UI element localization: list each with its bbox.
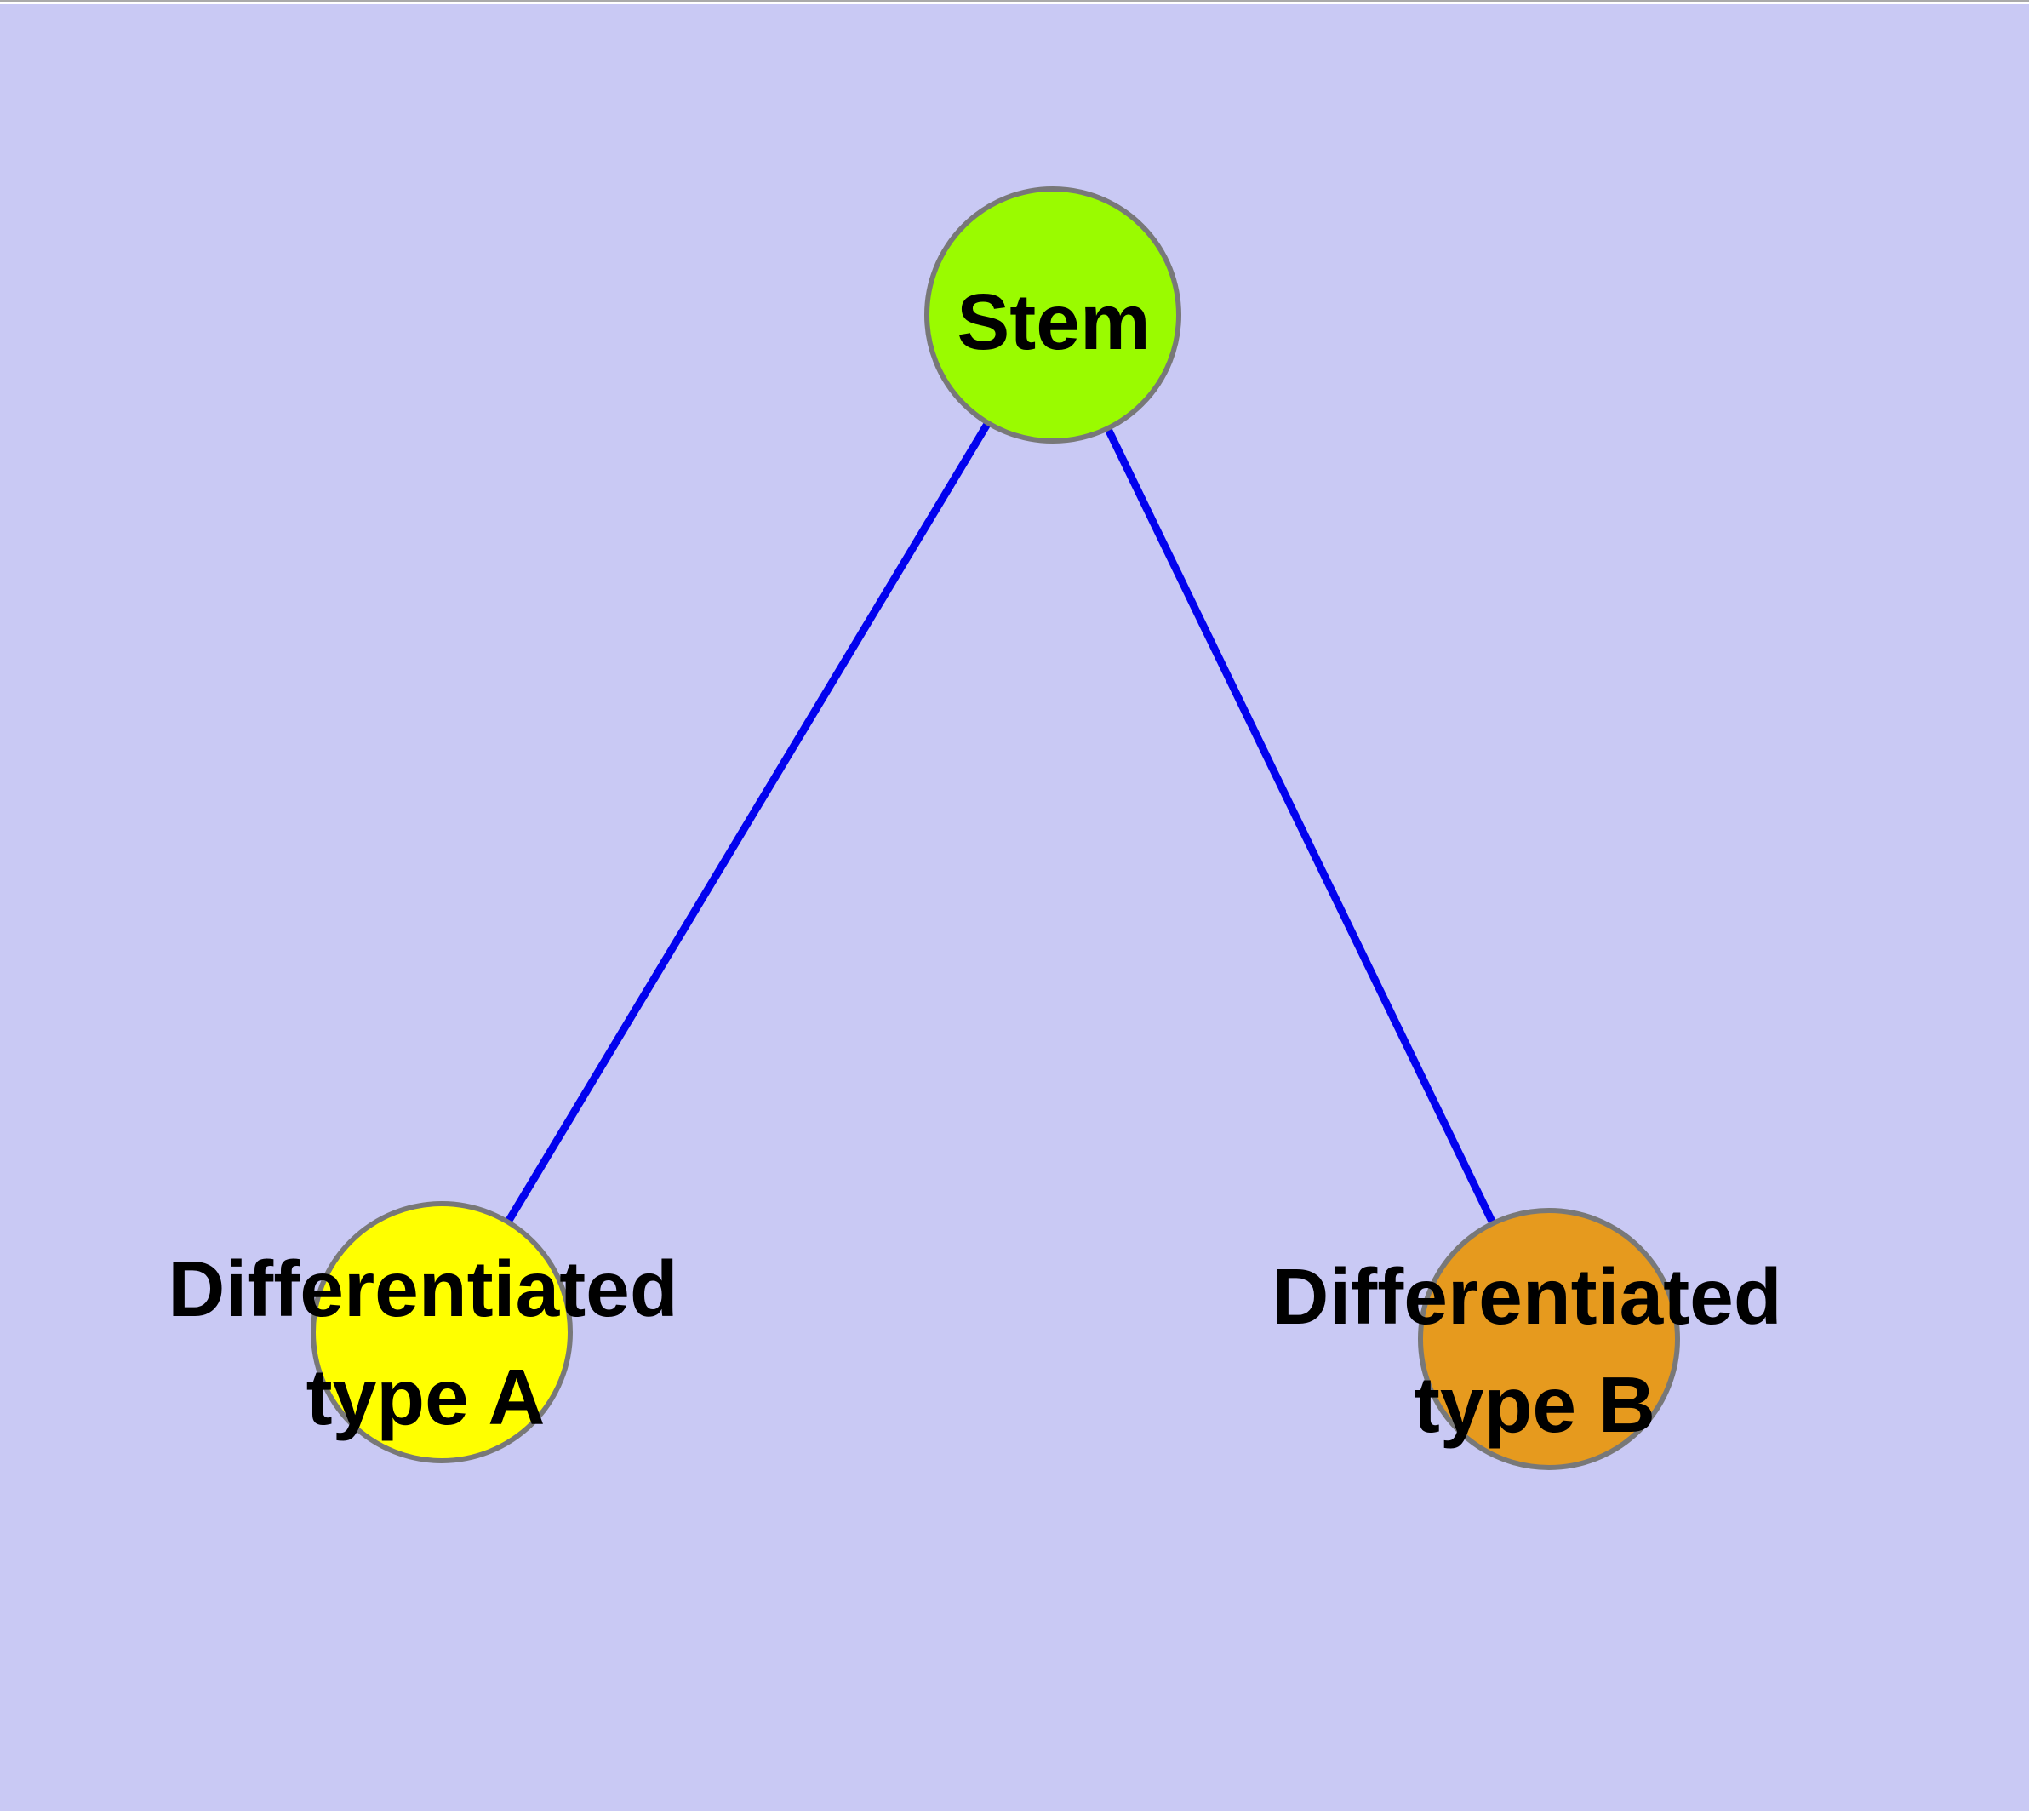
node-type-a-circle — [311, 1201, 573, 1463]
node-type-a-label-line1: Differentiated — [168, 1245, 677, 1333]
edge-stem-to-type-b — [1049, 313, 1553, 1341]
node-type-b-circle — [1418, 1208, 1680, 1470]
top-hairline — [0, 0, 2029, 2]
node-type-b-label-line1: Differentiated — [1272, 1252, 1781, 1341]
node-stem-label: Stem — [957, 278, 1150, 366]
node-stem-circle — [924, 186, 1181, 444]
node-type-b-label-line2: type B — [1414, 1360, 1655, 1449]
node-type-a-label-line2: type A — [306, 1353, 546, 1441]
edge-stem-to-type-a — [438, 312, 1056, 1335]
